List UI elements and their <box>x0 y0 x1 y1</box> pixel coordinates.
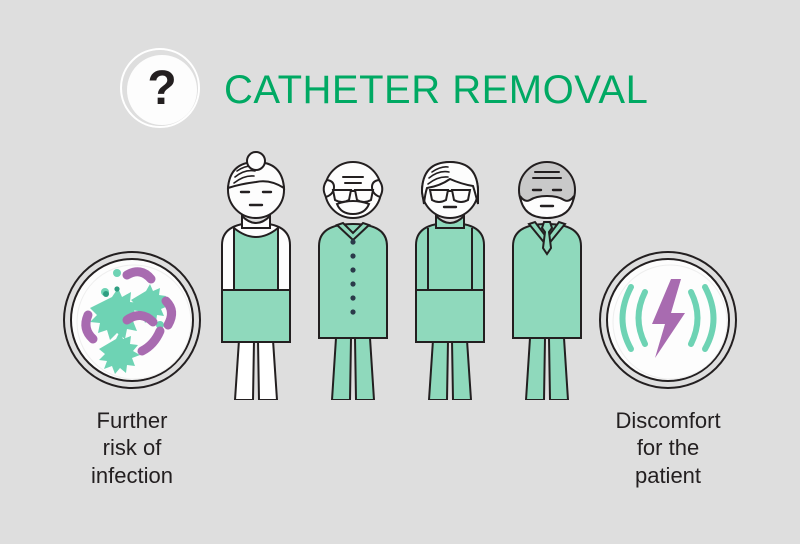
right-caption-line-1: Discomfort <box>615 408 721 433</box>
question-mark-icon: ? <box>147 62 177 115</box>
patient-figures-group <box>208 150 600 401</box>
right-caption-line-2: for the <box>636 435 700 461</box>
right-side-block: Discomfort for the patient <box>578 245 758 489</box>
header: ? CATHETER REMOVAL <box>120 48 648 132</box>
bolt-shape <box>652 279 685 358</box>
left-caption-line-1: Further <box>96 408 168 433</box>
right-caption: Discomfort for the patient <box>578 407 758 489</box>
patient-figure-1 <box>208 150 306 401</box>
lightning-bolt-pain-icon <box>593 245 743 395</box>
badge-outer-ring <box>120 48 200 128</box>
patient-figure-2 <box>305 150 403 401</box>
badge-inner-disc: ? <box>127 55 197 125</box>
left-side-block: Further risk of infection <box>42 245 222 489</box>
left-caption-line-2: risk of <box>102 435 162 461</box>
petri-dish-germs-icon <box>57 245 207 395</box>
question-mark-badge: ? <box>120 48 204 132</box>
patient-figure-3 <box>402 150 500 401</box>
right-caption-line-3: patient <box>634 462 702 488</box>
patient-figure-4 <box>499 150 597 401</box>
page-title: CATHETER REMOVAL <box>224 67 649 112</box>
left-caption-line-3: infection <box>91 462 173 488</box>
left-caption: Further risk of infection <box>42 407 222 489</box>
